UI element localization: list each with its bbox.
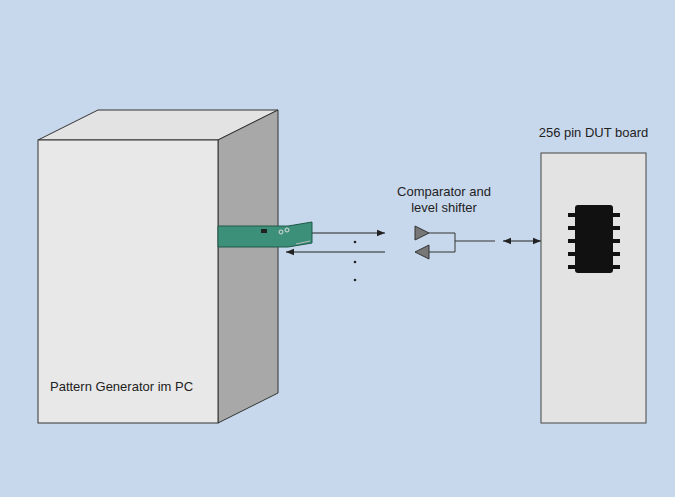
card-chip [261, 229, 267, 233]
pc-shape [38, 110, 278, 423]
block-label: Comparator and level shifter [385, 184, 503, 215]
signal-arrow [503, 241, 541, 242]
housing-label: Pattern Generator im PC [50, 379, 226, 395]
board-heading: 256 pin DUT board [539, 125, 649, 141]
chip-symbol [568, 205, 620, 273]
buffer-pair [415, 226, 495, 259]
board-outline [541, 153, 646, 423]
card-contacts [296, 241, 310, 244]
signal-arrow [286, 252, 385, 253]
ellipsis-dot [354, 241, 357, 244]
housing-side [218, 110, 278, 423]
ellipsis-dot [354, 279, 357, 282]
pc-housing: Pattern Generator im PC [38, 110, 286, 423]
ellipsis-dot [354, 261, 357, 264]
dut-shape [541, 153, 646, 423]
comparator-block: Comparator and level shifter [385, 180, 503, 265]
dut-board: 256 pin DUT board [541, 153, 646, 423]
card-part [279, 230, 283, 234]
card-part [285, 228, 289, 232]
pattern-card [218, 222, 312, 247]
